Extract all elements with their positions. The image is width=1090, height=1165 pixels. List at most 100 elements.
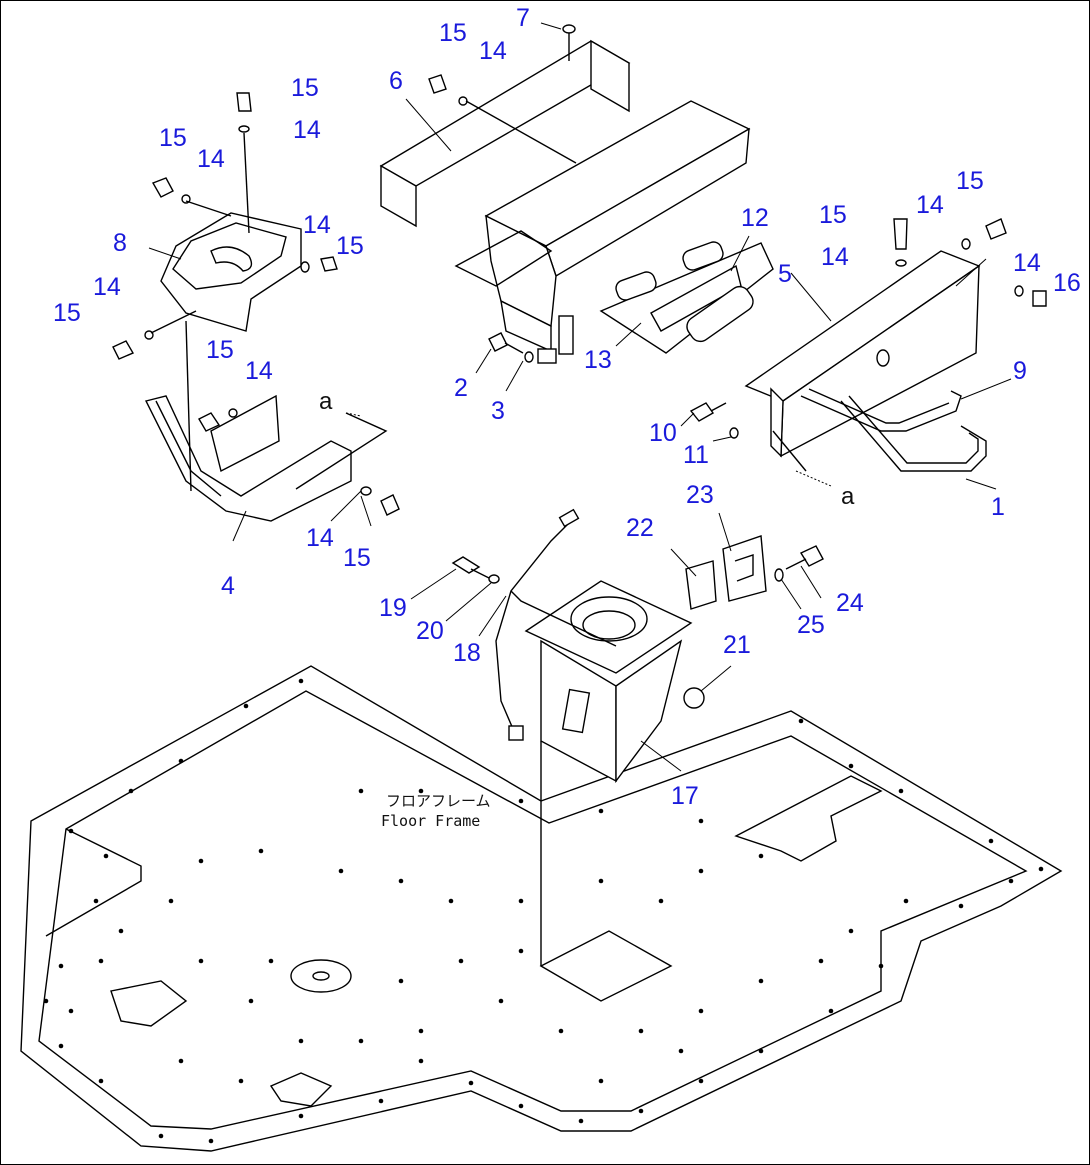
callout-14: 14 (479, 37, 507, 65)
floor-hole (598, 878, 604, 884)
callout-15: 15 (343, 544, 371, 572)
floor-hole (418, 1058, 424, 1064)
main-frame (454, 100, 751, 364)
floor-hole (518, 798, 524, 804)
floor-hole (238, 1078, 244, 1084)
handle-1 (840, 395, 987, 472)
callout-11: 11 (683, 441, 709, 469)
floor-hole (68, 828, 74, 834)
floor-hole (58, 1043, 64, 1049)
handle-9 (800, 388, 962, 432)
floor-hole (1038, 866, 1044, 872)
floor-hole (448, 898, 454, 904)
callout-19: 19 (379, 594, 407, 622)
floor-hole (398, 978, 404, 984)
bracket-22 (685, 560, 717, 610)
floor-hole (98, 958, 104, 964)
bracket-23 (722, 535, 767, 602)
callout-10: 10 (649, 419, 677, 447)
floor-hole (903, 898, 909, 904)
floor-hole (58, 963, 64, 969)
floor-label-en: Floor Frame (381, 812, 480, 830)
floor-hole (198, 858, 204, 864)
callout-14: 14 (93, 273, 121, 301)
callout-21: 21 (723, 631, 751, 659)
callout-15: 15 (53, 299, 81, 327)
floor-hole (93, 898, 99, 904)
callout-24: 24 (836, 589, 864, 617)
callout-9: 9 (1013, 357, 1027, 385)
callout-14: 14 (821, 243, 849, 271)
callout-20: 20 (416, 617, 444, 645)
floor-hole (43, 998, 49, 1004)
floor-hole (248, 998, 254, 1004)
floor-hole (418, 1028, 424, 1034)
floor-hole (828, 1008, 834, 1014)
callout-22: 22 (626, 514, 654, 542)
callout-17: 17 (671, 782, 699, 810)
callout-15: 15 (206, 336, 234, 364)
callout-3: 3 (491, 397, 505, 425)
view-arrows (295, 412, 832, 490)
floor-label: フロアフレーム Floor Frame (381, 792, 491, 830)
callout-25: 25 (797, 611, 825, 639)
bracket-8 (160, 212, 302, 332)
floor-hole (818, 958, 824, 964)
callout-2: 2 (454, 374, 468, 402)
floor-hole (698, 1078, 704, 1084)
floor-hole (658, 898, 664, 904)
floor-hole (848, 763, 854, 769)
plate-12 (650, 264, 754, 343)
floor-hole (598, 808, 604, 814)
floor-hole (298, 1113, 304, 1119)
callout-14: 14 (303, 211, 331, 239)
bolt-10 (689, 402, 727, 422)
floor-label-jp: フロアフレーム (386, 792, 491, 810)
callout-14: 14 (245, 357, 273, 385)
callout-14: 14 (306, 524, 334, 552)
floor-hole (988, 838, 994, 844)
callout-14: 14 (916, 191, 944, 219)
callout-14: 14 (1013, 249, 1041, 277)
callout-15: 15 (439, 19, 467, 47)
floor-hole (298, 1038, 304, 1044)
callout-23: 23 (686, 481, 714, 509)
floor-hole (678, 1048, 684, 1054)
floor-hole (898, 788, 904, 794)
floor-hole (198, 958, 204, 964)
bolt-19 (451, 556, 500, 584)
floor-hole (758, 978, 764, 984)
floor-hole (358, 788, 364, 794)
bolt-2 (488, 332, 534, 363)
floor-hole (338, 868, 344, 874)
floor-hole (358, 1038, 364, 1044)
floor-hole (518, 898, 524, 904)
callout-15: 15 (956, 167, 984, 195)
floor-hole (418, 788, 424, 794)
callout-7: 7 (516, 4, 530, 32)
floor-hole (68, 1008, 74, 1014)
harness-18 (495, 508, 617, 741)
guard-4 (144, 320, 352, 522)
washer-11 (729, 427, 739, 439)
floor-hole (958, 903, 964, 909)
callout-15: 15 (336, 232, 364, 260)
bolt-24 (774, 545, 824, 582)
leader-lines (148, 22, 1012, 772)
callouts: 1 2 3 4 5 6 7 8 9 10 11 12 13 14 14 14 1… (53, 4, 1081, 810)
floor-hole (698, 1008, 704, 1014)
callout-15: 15 (159, 124, 187, 152)
floor-hole (398, 878, 404, 884)
floor-hole (178, 1058, 184, 1064)
bolt-7 (562, 24, 576, 61)
callout-15: 15 (291, 74, 319, 102)
floor-hole (758, 853, 764, 859)
floor-hole (158, 1133, 164, 1139)
floor-hole (598, 1078, 604, 1084)
callout-12: 12 (741, 204, 769, 232)
floor-hole (98, 1078, 104, 1084)
floor-hole (168, 898, 174, 904)
floor-hole (638, 1028, 644, 1034)
